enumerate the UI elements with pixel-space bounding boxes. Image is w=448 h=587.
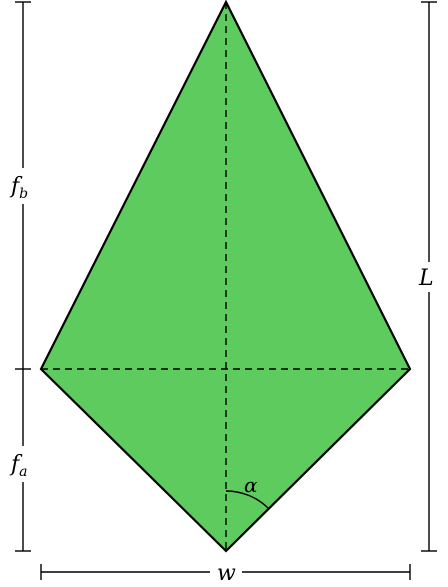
angle-alpha-arc [225, 490, 269, 509]
label-width: w [217, 561, 236, 586]
label-angle-alpha: α [244, 473, 258, 497]
kite-shape [39, 0, 412, 553]
label-length: L [418, 266, 434, 291]
